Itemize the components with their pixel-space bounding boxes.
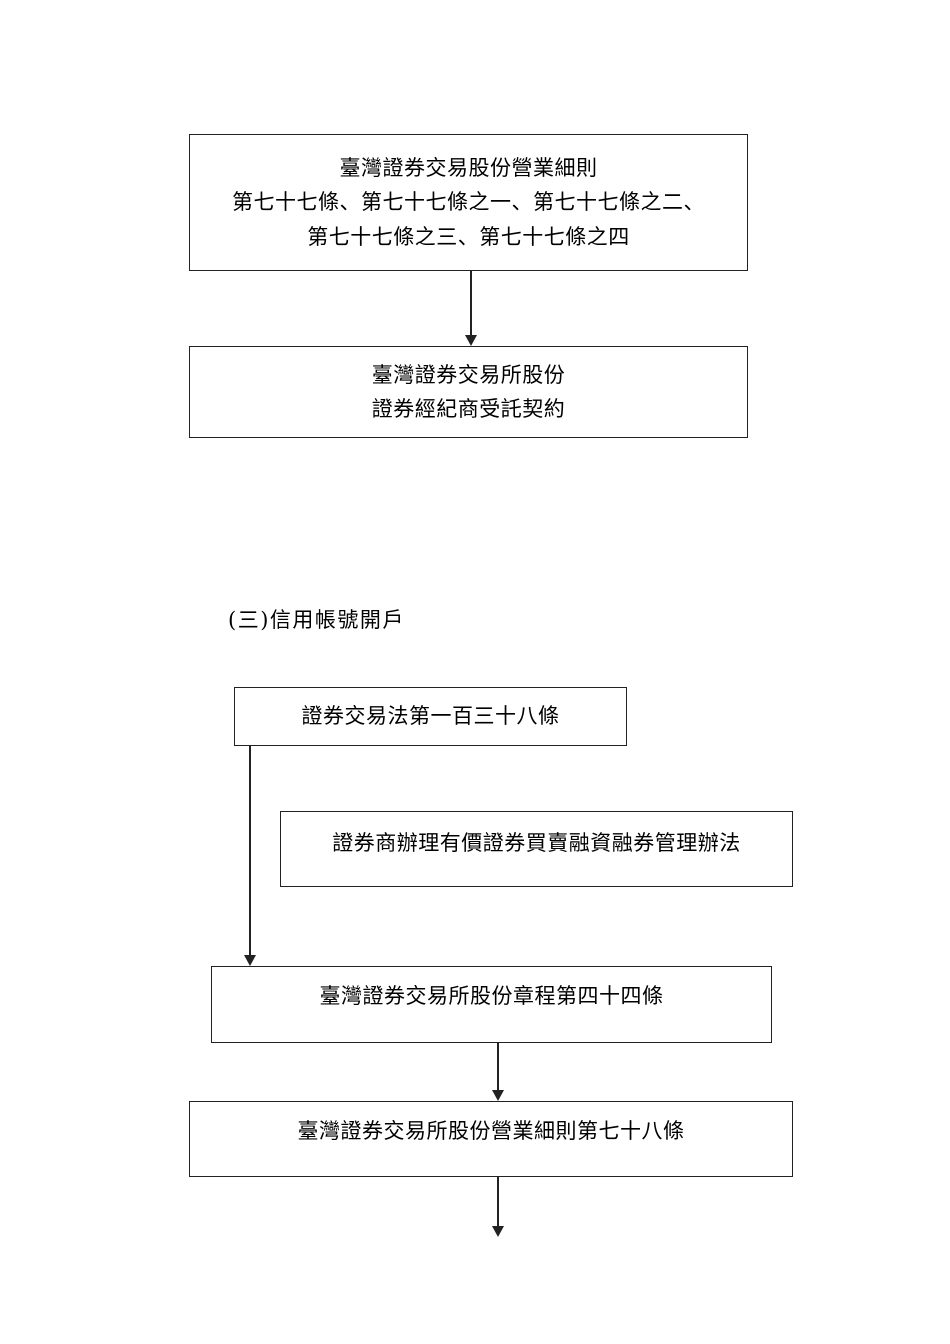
flow-box-twse-business-rules-78: 臺灣證券交易所股份營業細則第七十八條 xyxy=(189,1101,793,1177)
flow-box-twse-articles-44: 臺灣證券交易所股份章程第四十四條 xyxy=(211,966,772,1043)
flow-box-line: 臺灣證券交易所股份章程第四十四條 xyxy=(319,984,664,1008)
flow-box-line: 證券商辦理有價證券買賣融資融券管理辦法 xyxy=(332,831,741,855)
flow-box-margin-lending-regulations: 證券商辦理有價證券買賣融資融券管理辦法 xyxy=(280,811,793,887)
flow-box-line: 臺灣證券交易股份營業細則 xyxy=(339,156,598,181)
flow-box-line: 臺灣證券交易所股份 xyxy=(371,362,566,387)
flow-box-securities-exchange-act-138: 證券交易法第一百三十八條 xyxy=(234,687,627,746)
flow-box-broker-mandate-contract: 臺灣證券交易所股份 證券經紀商受託契約 xyxy=(189,346,748,438)
flow-box-securities-business-rules: 臺灣證券交易股份營業細則 第七十七條、第七十七條之一、第七十七條之二、 第七十七… xyxy=(189,134,748,271)
flow-box-line: 證券交易法第一百三十八條 xyxy=(301,704,560,729)
section-heading-credit-account-opening: (三)信用帳號開戶 xyxy=(228,608,405,632)
flow-box-line: 第七十七條之三、第七十七條之四 xyxy=(307,224,630,249)
flow-box-line: 臺灣證券交易所股份營業細則第七十八條 xyxy=(297,1119,685,1143)
flow-box-line: 第七十七條、第七十七條之一、第七十七條之二、 xyxy=(232,190,705,215)
flow-box-line: 證券經紀商受託契約 xyxy=(371,397,566,421)
